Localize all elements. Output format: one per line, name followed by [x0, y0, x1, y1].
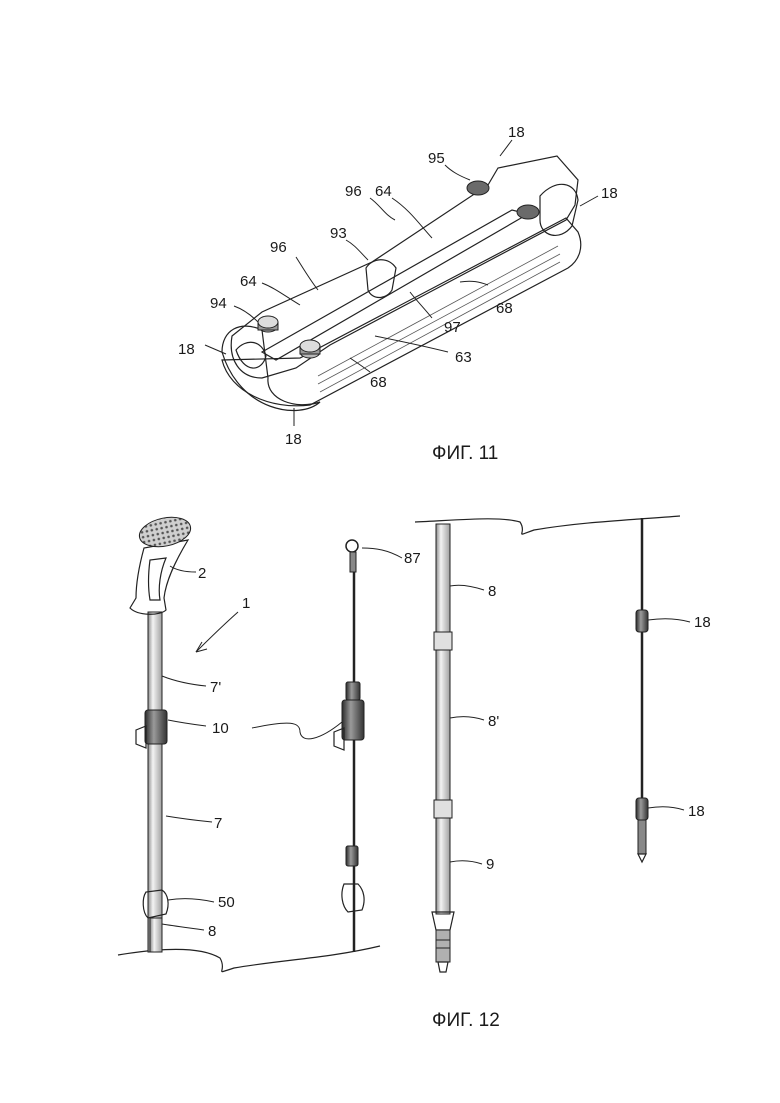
hole [467, 181, 489, 195]
ref-95: 95 [428, 150, 445, 167]
ref-63: 63 [455, 349, 472, 366]
pole-cable [334, 540, 364, 952]
ref-18: 18 [688, 803, 705, 820]
ref-94: 94 [210, 295, 227, 312]
ref-8-prime: 8' [488, 713, 499, 730]
figure-12-caption: ФИГ. 12 [432, 1010, 500, 1031]
ref-87: 87 [404, 550, 421, 567]
ref-8: 8 [208, 923, 216, 940]
ref-1: 1 [242, 595, 250, 612]
handle-grip [130, 540, 188, 614]
figure-11-caption: ФИГ. 11 [432, 443, 498, 464]
ref-64: 64 [375, 183, 392, 200]
ref-96: 96 [345, 183, 362, 200]
pole-rod [636, 518, 648, 862]
ref-68: 68 [496, 300, 513, 317]
ref-97: 97 [444, 319, 461, 336]
ref-2: 2 [198, 565, 206, 582]
pole-lower-tube [432, 524, 454, 972]
ref-10: 10 [212, 720, 229, 737]
ref-18: 18 [285, 431, 302, 448]
ref-68: 68 [370, 374, 387, 391]
fig11-reference-numerals: 18 95 96 64 18 93 96 64 94 18 68 97 63 6… [178, 124, 618, 448]
ref-93: 93 [330, 225, 347, 242]
cable-end-87 [346, 540, 358, 552]
ref-96: 96 [270, 239, 287, 256]
pin [258, 316, 278, 332]
hole [517, 205, 539, 219]
ref-9: 9 [486, 856, 494, 873]
ref-7-prime: 7' [210, 679, 221, 696]
ref-18: 18 [178, 341, 195, 358]
fig12-reference-numerals: 2 1 7' 10 7 50 8 87 8 8' 9 18 18 [198, 550, 711, 940]
ref-50: 50 [218, 894, 235, 911]
ground-line-top [415, 516, 680, 534]
ref-18: 18 [601, 185, 618, 202]
fig11-sliding-element [222, 156, 581, 410]
lock-10 [145, 710, 167, 744]
ref-7: 7 [214, 815, 222, 832]
ref-64: 64 [240, 273, 257, 290]
ref-18: 18 [694, 614, 711, 631]
pole-assembled [130, 513, 193, 952]
pin [300, 340, 320, 358]
ref-18: 18 [508, 124, 525, 141]
ref-8: 8 [488, 583, 496, 600]
